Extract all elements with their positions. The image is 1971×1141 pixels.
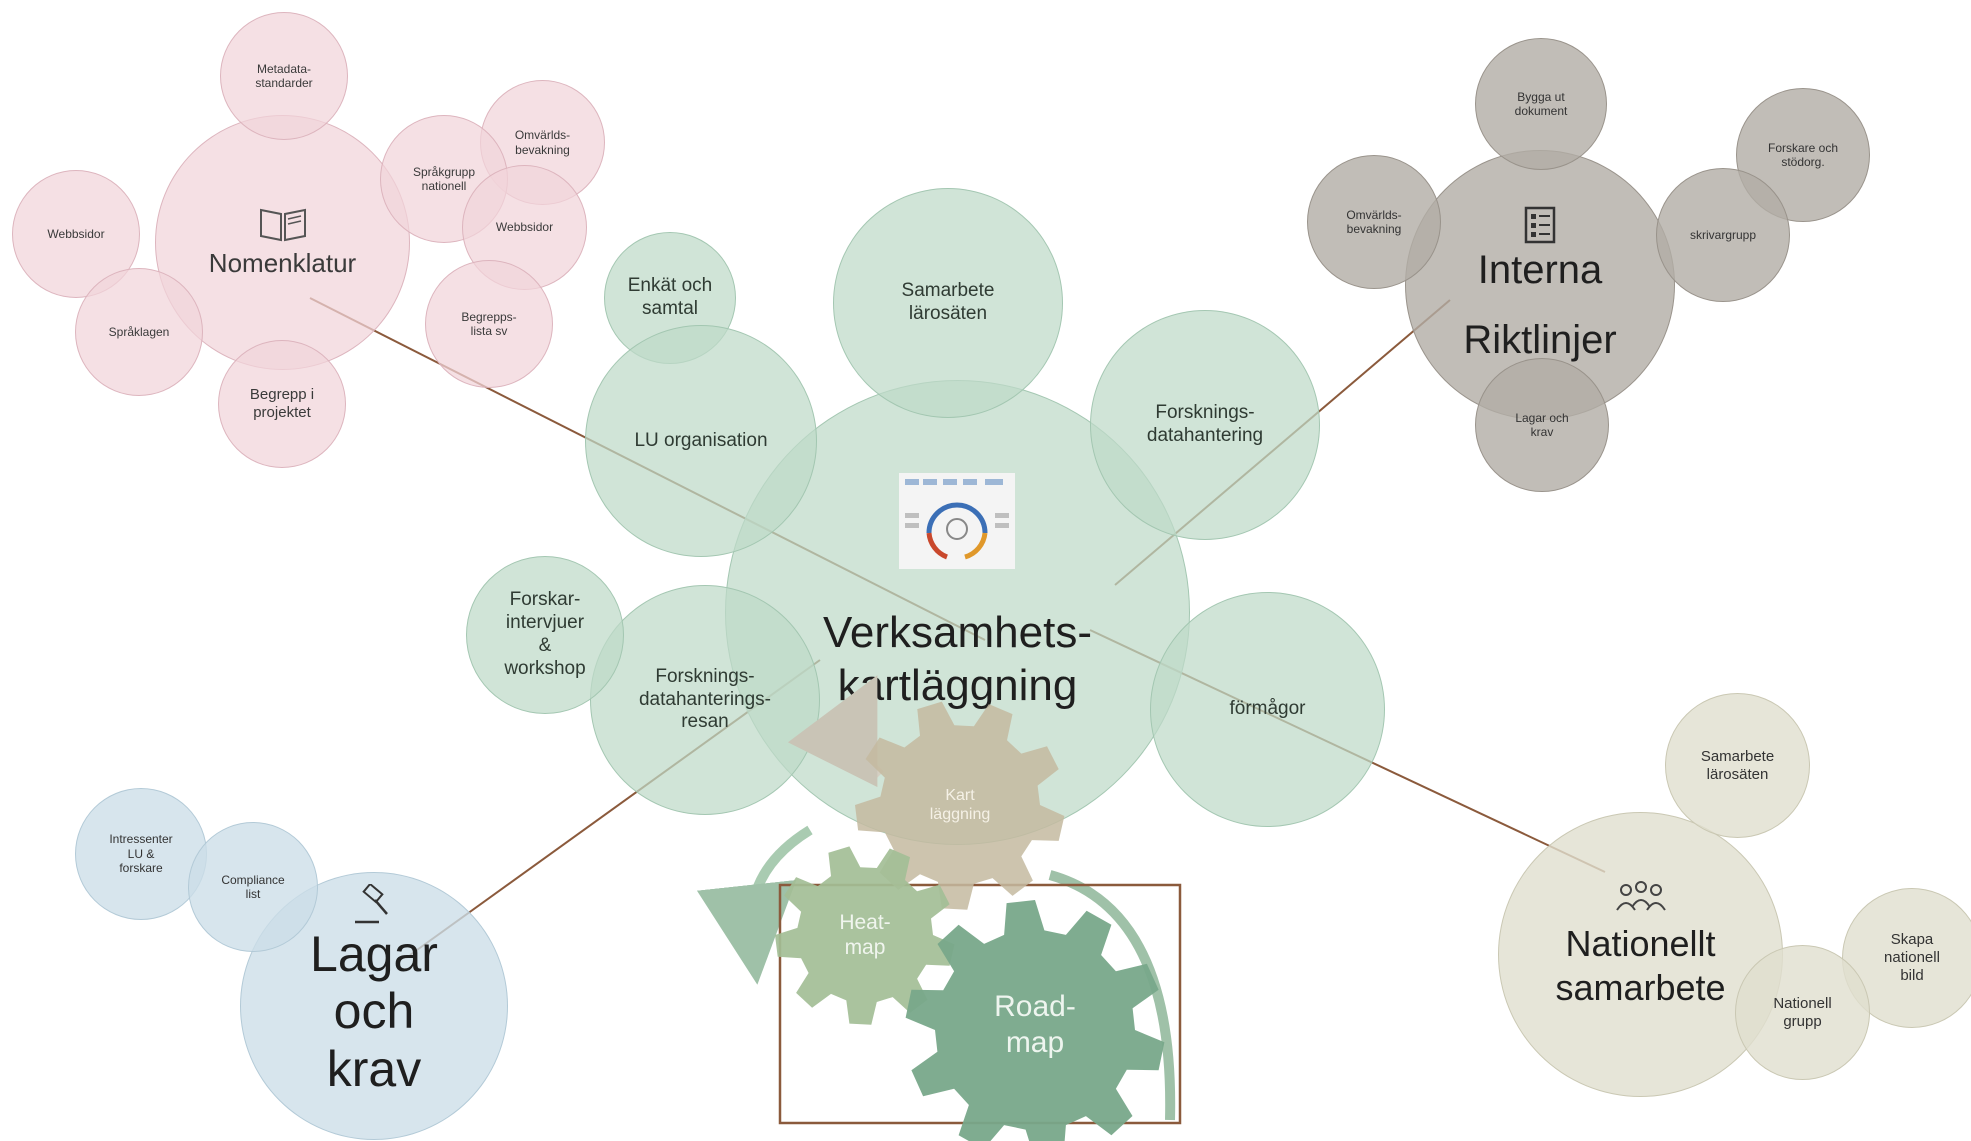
people-icon	[1615, 881, 1666, 911]
cycle-arrow	[787, 675, 884, 788]
nationellt-title: Nationellt samarbete	[1555, 923, 1726, 1008]
inner-bubble[interactable]: Forsknings- datahantering	[1090, 310, 1320, 540]
inner-bubble[interactable]: Samarbete lärosäten	[833, 188, 1063, 418]
interna-title-line2: Riktlinjer	[1463, 318, 1617, 362]
nationellt-item[interactable]: Nationell grupp	[1735, 945, 1870, 1080]
nationellt-item[interactable]: Samarbete lärosäten	[1665, 693, 1810, 838]
gear-label-kartlaggning: Kart läggning	[929, 786, 991, 823]
cycle-arrow	[1048, 870, 1176, 1121]
inner-bubble[interactable]: LU organisation	[585, 325, 817, 557]
nationellt-item[interactable]: Skapa nationell bild	[1842, 888, 1971, 1028]
interna-item[interactable]: Omvärlds- bevakning	[1307, 155, 1441, 289]
process-diagram-icon	[899, 472, 1016, 569]
nationellt-hub[interactable]: Nationellt samarbete	[1498, 812, 1783, 1097]
lagar-title: Lagar och krav	[310, 925, 438, 1097]
gear-roadmap	[905, 900, 1165, 1141]
nomenklatur-item[interactable]: Begrepp i projektet	[218, 340, 346, 468]
nomenklatur-hub[interactable]: Nomenklatur	[155, 115, 410, 370]
nomenklatur-title: Nomenklatur	[208, 247, 357, 278]
interna-title-line1: Interna	[1477, 248, 1603, 292]
book-icon	[259, 208, 306, 242]
lagar-item[interactable]: Intressenter LU & forskare	[75, 788, 207, 920]
lagar-item[interactable]: Compliance list	[188, 822, 318, 952]
gear-label-heatmap: Heat- map	[839, 910, 891, 959]
gear-label-roadmap: Road- map	[994, 990, 1076, 1059]
central-title: Verksamhets- kartläggning	[823, 607, 1092, 710]
inner-bubble[interactable]: förmågor	[1150, 592, 1385, 827]
cycle-arrow	[696, 825, 813, 985]
gear-heatmap	[775, 846, 955, 1025]
inner-bubble[interactable]: Forsknings- datahanterings- resan	[590, 585, 820, 815]
checklist-icon	[1524, 206, 1556, 244]
gavel-icon	[354, 883, 388, 923]
nomenklatur-item[interactable]: Begrepps- lista sv	[425, 260, 553, 388]
interna-hub[interactable]: Interna Riktlinjer	[1405, 150, 1675, 420]
interna-item[interactable]: Bygga ut dokument	[1475, 38, 1607, 170]
nomenklatur-item[interactable]: Metadata- standarder	[220, 12, 348, 140]
interna-item[interactable]: skrivargrupp	[1656, 168, 1790, 302]
nomenklatur-item[interactable]: Språklagen	[75, 268, 203, 396]
inner-bubble[interactable]: Forskar- intervjuer & workshop	[466, 556, 624, 714]
interna-item[interactable]: Lagar och krav	[1475, 358, 1609, 492]
